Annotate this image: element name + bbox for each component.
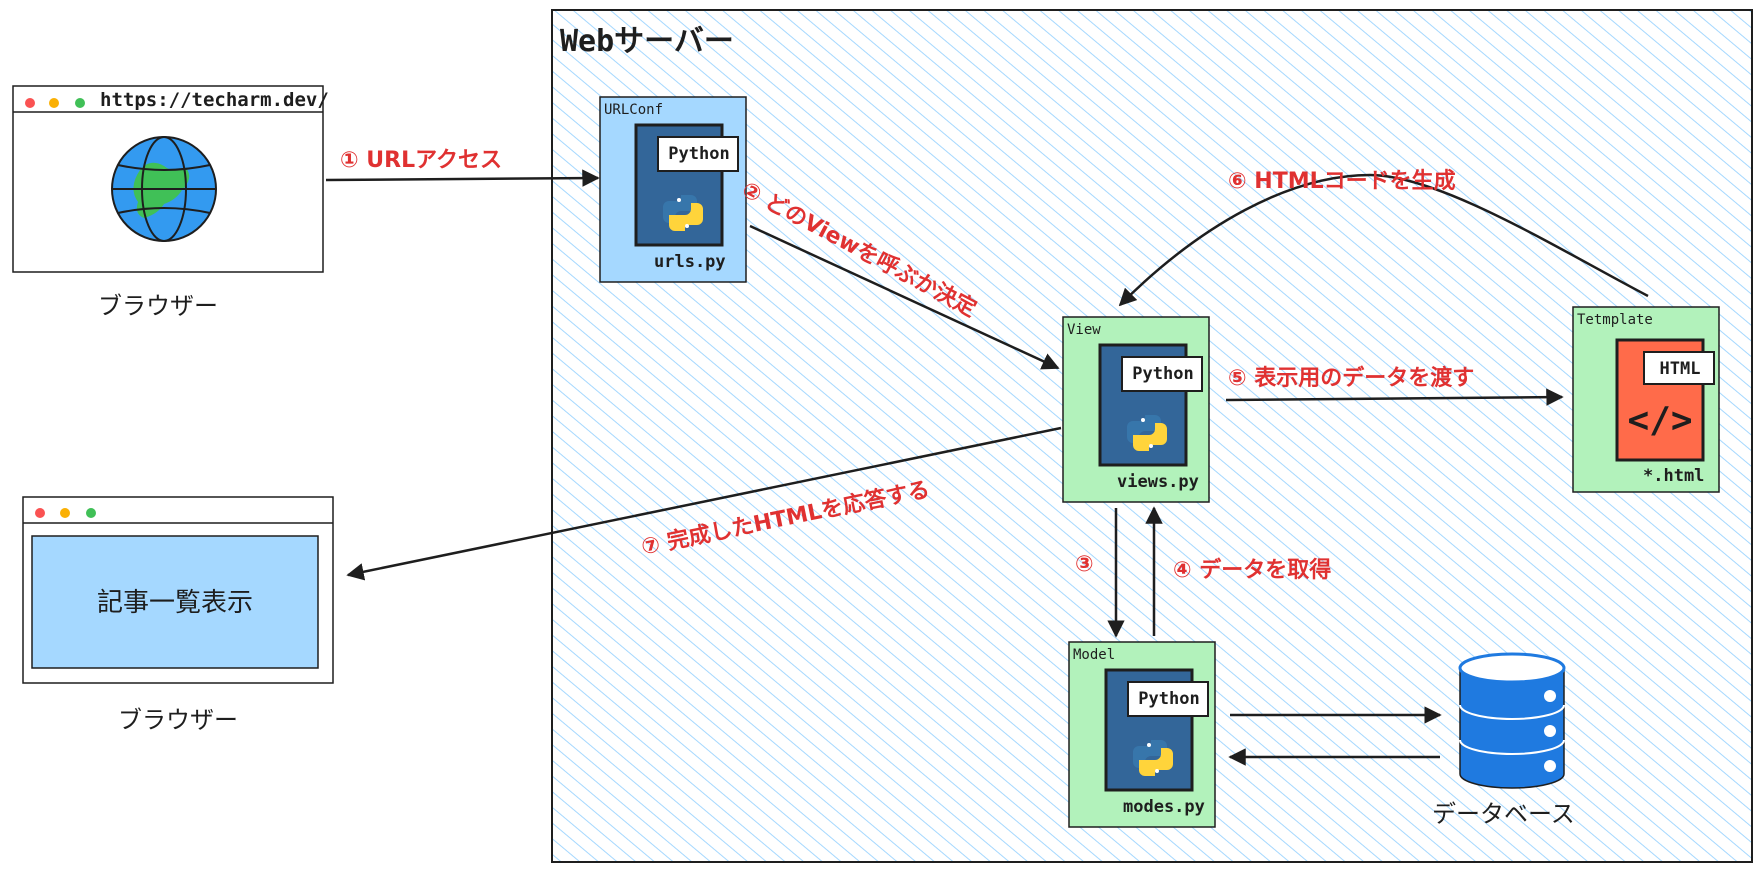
close-dot-icon (25, 98, 35, 108)
arrow-view-to-browser (346, 426, 1062, 581)
close-dot-icon (35, 508, 45, 518)
python-badge: Python (1132, 364, 1194, 384)
python-logo-icon (1133, 740, 1173, 776)
database-icon (1458, 652, 1566, 789)
python-logo-icon (1127, 415, 1167, 451)
globe-icon (111, 136, 217, 242)
view-label: View (1067, 322, 1101, 338)
database-caption: データベース (1432, 800, 1575, 828)
arrow-template-to-view (1118, 173, 1649, 307)
template-box (1572, 306, 1720, 493)
browser-top-window (12, 85, 324, 273)
step-4-label: ④ データを取得 (1173, 558, 1332, 583)
step-1-label: ① URLアクセス (340, 148, 503, 173)
python-badge: Python (1138, 689, 1200, 709)
model-file: modes.py (1123, 797, 1205, 817)
code-symbol: </> (1627, 400, 1693, 441)
url-text: https://techarm.dev/ (100, 89, 329, 111)
page-content-area (31, 535, 319, 669)
browser-bottom-caption: ブラウザー (118, 706, 238, 734)
step-3-label: ③ (1075, 552, 1094, 577)
browser-bottom-window (22, 496, 334, 684)
html-badge: HTML (1659, 359, 1701, 379)
step-5-label: ⑤ 表示用のデータを渡す (1228, 366, 1475, 391)
maximize-dot-icon (75, 98, 85, 108)
browser-content-text: 記事一覧表示 (96, 588, 253, 618)
python-badge: Python (668, 144, 730, 164)
step-6-label: ⑥ HTMLコードを生成 (1228, 169, 1456, 194)
arrow-view-to-template (1225, 388, 1564, 406)
template-label: Tetmplate (1577, 312, 1653, 328)
maximize-dot-icon (86, 508, 96, 518)
arrow-urlconf-to-view (749, 224, 1060, 370)
view-box (1062, 316, 1210, 503)
minimize-dot-icon (49, 98, 59, 108)
browser-top-caption: ブラウザー (98, 292, 218, 320)
arrow-url-access (325, 169, 600, 187)
model-label: Model (1073, 647, 1116, 663)
model-box (1068, 641, 1216, 828)
python-logo-icon (663, 195, 703, 231)
urlconf-label: URLConf (604, 102, 664, 118)
web-server-title: Webサーバー (560, 24, 734, 59)
view-file: views.py (1117, 472, 1199, 492)
template-file: *.html (1643, 466, 1705, 486)
urlconf-box (599, 96, 747, 283)
urlconf-file: urls.py (654, 252, 726, 272)
minimize-dot-icon (60, 508, 70, 518)
